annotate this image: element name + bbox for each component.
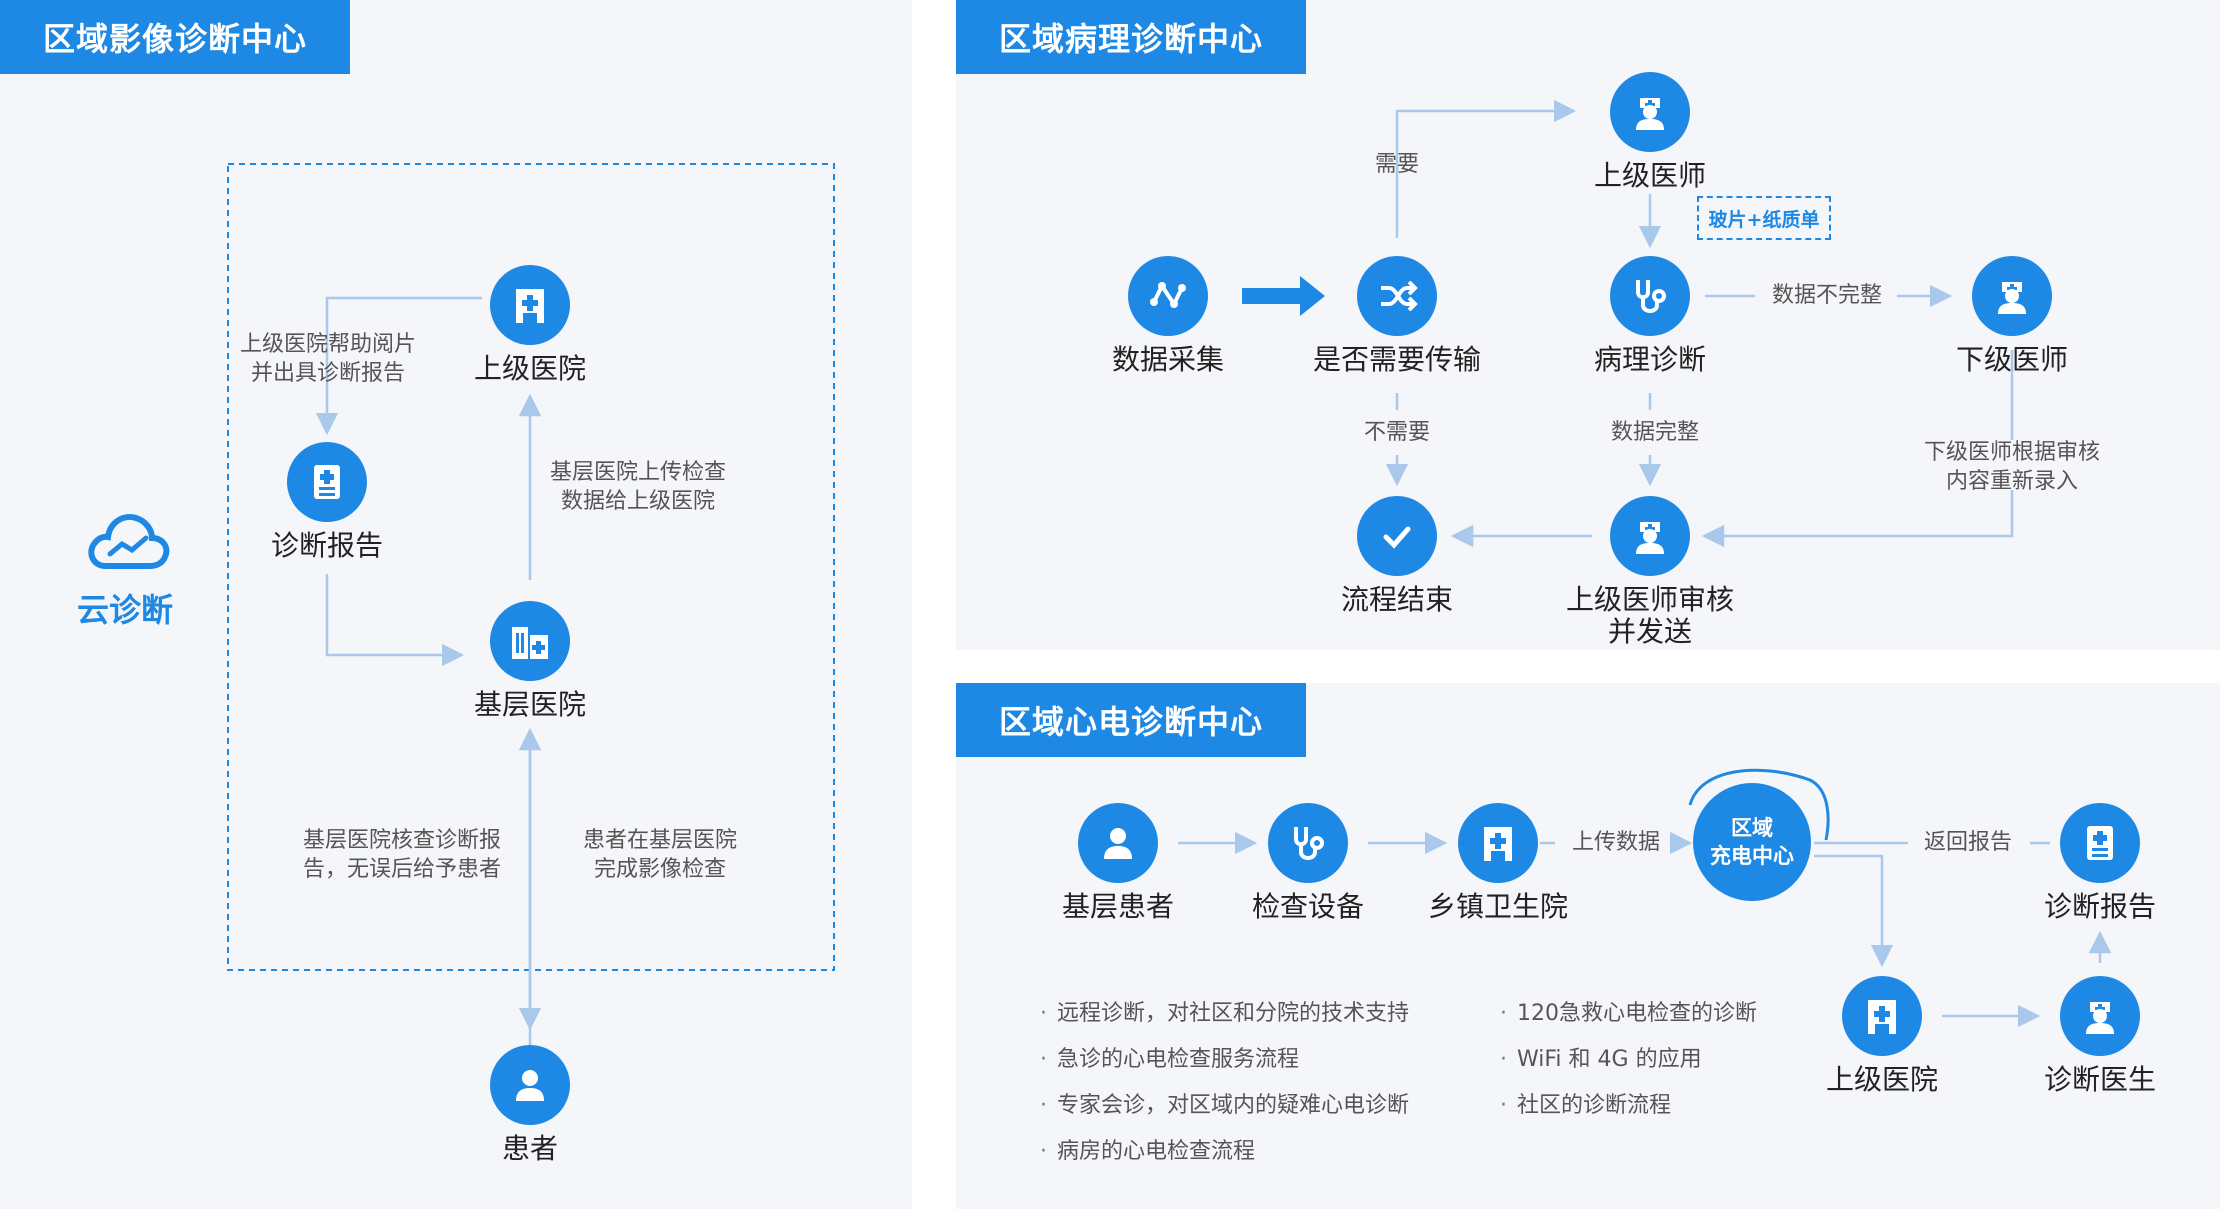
label-need-transfer: 是否需要传输 (1312, 343, 1481, 376)
bullet-item: 专家会诊，对区域内的疑难心电诊断 (1040, 1083, 1409, 1129)
label-upper-review: 上级医师审核 并发送 (1565, 583, 1734, 648)
data-share-icon (1128, 256, 1208, 336)
stethoscope-icon (1610, 256, 1690, 336)
bullet-list-right: 120急救心电检查的诊断 WiFi 和 4G 的应用 社区的诊断流程 (1500, 991, 1757, 1129)
ecg-title: 区域心电诊断中心 (956, 683, 1306, 757)
check-icon (1357, 496, 1437, 576)
label-patient: 患者 (501, 1132, 558, 1165)
note-base-upload: 基层医院上传检查 数据给上级医院 (549, 460, 726, 514)
bullet-item: 急诊的心电检查服务流程 (1040, 1037, 1409, 1083)
pathology-title: 区域病理诊断中心 (956, 0, 1306, 74)
imaging-title: 区域影像诊断中心 (0, 0, 350, 74)
label-process-end: 流程结束 (1340, 583, 1453, 616)
edge-label-lower-reenter: 下级医师根据审核 内容重新录入 (1923, 440, 2100, 494)
edge-label-return: 返回报告 (1923, 830, 2012, 855)
slide-paper-badge: 玻片+纸质单 (1697, 196, 1831, 240)
hub-line2: 充电中心 (1710, 844, 1794, 868)
shuffle-icon (1357, 256, 1437, 336)
note-patient-exam: 患者在基层医院 完成影像检查 (582, 828, 737, 882)
person-icon (490, 1045, 570, 1125)
label-data-collect: 数据采集 (1111, 343, 1224, 376)
stethoscope-icon (1268, 803, 1348, 883)
bullet-item: 病房的心电检查流程 (1040, 1129, 1409, 1175)
hospital-icon (1842, 976, 1922, 1056)
label-diag-doctor: 诊断医生 (2043, 1063, 2156, 1096)
label-ecg-upper-hospital: 上级医院 (1825, 1063, 1938, 1096)
label-upper-doctor: 上级医师 (1593, 159, 1706, 192)
bullet-list-left: 远程诊断，对社区和分院的技术支持 急诊的心电检查服务流程 专家会诊，对区域内的疑… (1040, 991, 1409, 1175)
note-base-check: 基层医院核查诊断报 告，无误后给予患者 (302, 828, 501, 882)
cloud-icon (88, 514, 170, 569)
label-lower-doctor: 下级医师 (1955, 343, 2068, 376)
hospital-icon (1458, 803, 1538, 883)
report-icon (2060, 803, 2140, 883)
cloud-diagnosis-label: 云诊断 (76, 591, 173, 629)
doctor-icon (1610, 72, 1690, 152)
label-check-device: 检查设备 (1251, 890, 1364, 923)
report-icon (287, 442, 367, 522)
person-icon (1078, 803, 1158, 883)
edge-label-data-incomplete: 数据不完整 (1771, 283, 1882, 308)
label-diag-report: 诊断报告 (2043, 890, 2156, 923)
doctor-icon (1610, 496, 1690, 576)
label-base-patient: 基层患者 (1061, 890, 1174, 923)
regional-hub: 区域 充电中心 (1693, 783, 1811, 901)
label-town-clinic: 乡镇卫生院 (1427, 890, 1568, 923)
doctor-icon (1972, 256, 2052, 336)
edge-label-upload: 上传数据 (1571, 830, 1660, 855)
bullet-item: WiFi 和 4G 的应用 (1500, 1037, 1757, 1083)
hospital-icon (490, 265, 570, 345)
hub-line1: 区域 (1731, 816, 1773, 840)
building-icon (490, 601, 570, 681)
label-base-hospital: 基层医院 (473, 688, 586, 721)
label-path-diag: 病理诊断 (1593, 343, 1706, 376)
doctor-icon (2060, 976, 2140, 1056)
note-upper-help: 上级医院帮助阅片 并出具诊断报告 (239, 332, 416, 386)
bullet-item: 社区的诊断流程 (1500, 1083, 1757, 1129)
bullet-item: 远程诊断，对社区和分院的技术支持 (1040, 991, 1409, 1037)
edge-label-no-need: 不需要 (1363, 420, 1430, 445)
edge-label-need: 需要 (1374, 152, 1419, 177)
label-upper-hospital: 上级医院 (473, 352, 586, 385)
edge-label-data-complete: 数据完整 (1610, 420, 1699, 445)
label-diagnosis-report: 诊断报告 (270, 529, 383, 562)
bullet-item: 120急救心电检查的诊断 (1500, 991, 1757, 1037)
